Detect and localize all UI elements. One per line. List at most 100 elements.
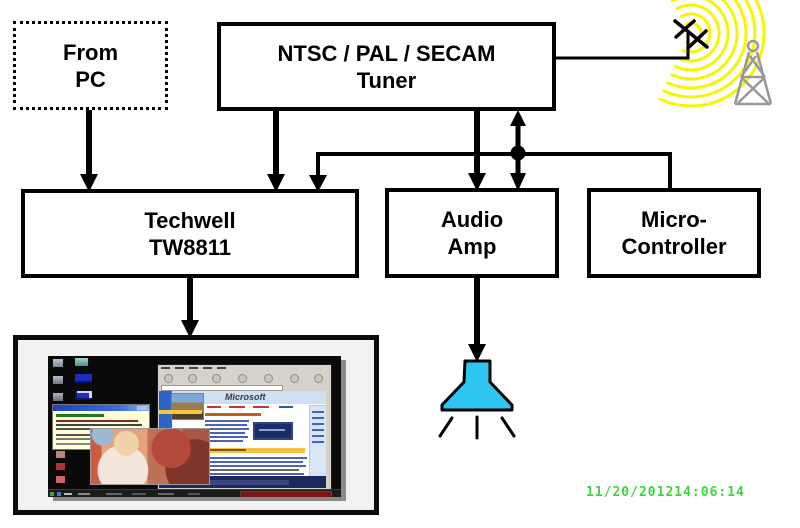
video-timestamp: 11/20/201214:06:14 <box>586 485 745 500</box>
menu-item <box>217 367 226 369</box>
taskbar-item <box>78 493 90 495</box>
connector-tuner-to-antenna <box>556 32 690 60</box>
taskbar-red-segment <box>240 491 332 497</box>
desktop-icon <box>53 376 63 384</box>
speaker-icon <box>438 359 516 440</box>
text-line <box>203 461 303 463</box>
address-bar <box>161 385 283 391</box>
toolbar-button <box>290 374 299 383</box>
toolbar-button <box>238 374 247 383</box>
radio-waves-icon <box>658 0 766 108</box>
sidebar-link <box>312 435 324 437</box>
desktop-icon <box>56 476 65 483</box>
broadcast-tower-icon <box>733 39 773 106</box>
text-line <box>203 469 299 471</box>
text-line <box>205 420 249 422</box>
bus-junction-dot <box>510 145 526 161</box>
box-techwell: Techwell TW8811 <box>21 189 359 278</box>
box-micro-line1: Micro- <box>641 207 707 232</box>
box-tuner-line1: NTSC / PAL / SECAM <box>277 40 496 66</box>
sidebar-link <box>312 429 324 431</box>
photo-window <box>90 428 210 485</box>
start-icon <box>50 492 54 496</box>
banner-photo <box>171 393 204 420</box>
box-audio-amp-line2: Amp <box>447 234 497 259</box>
nav-link <box>253 406 269 408</box>
taskbar-item <box>158 493 174 495</box>
sidebar-link <box>312 441 324 443</box>
box-micro-controller: Micro- Controller <box>587 188 761 278</box>
desktop-icon <box>75 374 92 383</box>
box-techwell-line1: Techwell <box>144 207 236 233</box>
box-audio-amp-line1: Audio <box>440 207 504 232</box>
text-line <box>56 420 138 422</box>
text-line <box>56 414 104 417</box>
text-line <box>205 428 249 430</box>
yellow-highlight <box>159 410 202 414</box>
nav-link <box>207 406 221 408</box>
box-tuner-line2: Tuner <box>356 67 417 93</box>
box-from-pc-line1: From <box>63 39 118 65</box>
menu-item <box>175 367 184 369</box>
connector-tuner-to-techwell <box>267 108 285 192</box>
sidebar-link <box>312 417 324 419</box>
desktop-icon <box>56 463 65 470</box>
box-tuner: NTSC / PAL / SECAM Tuner <box>217 22 556 111</box>
ad-text <box>259 429 285 431</box>
connector-tuner-audioamp-bidirectional <box>510 110 526 191</box>
desktop-icon <box>53 393 63 401</box>
text-line <box>205 432 245 434</box>
toolbar-button <box>314 374 323 383</box>
taskbar-item <box>132 493 146 495</box>
toolbar-button <box>188 374 197 383</box>
menu-item <box>203 367 212 369</box>
ad-banner <box>253 422 293 440</box>
connector-tuner-to-audioamp <box>468 108 486 191</box>
desktop-screenshot: Microsoft <box>48 356 341 497</box>
box-audio-amp: Audio Amp <box>385 188 559 278</box>
text-line <box>205 424 247 426</box>
nav-link <box>229 406 245 408</box>
text-line <box>203 473 304 475</box>
box-from-pc-line2: PC <box>75 66 106 92</box>
box-from-pc: From PC <box>13 21 168 110</box>
help-window-titlebar <box>53 405 149 411</box>
connector-pc-to-techwell <box>80 107 98 192</box>
microsoft-logo: Microsoft <box>225 392 266 402</box>
text-line <box>205 440 243 442</box>
yellow-band <box>203 448 305 453</box>
taskbar-item <box>106 493 122 495</box>
nav-link <box>279 406 293 408</box>
window-buttons <box>137 406 147 410</box>
antenna-icon <box>673 19 709 50</box>
toolbar-button <box>164 374 173 383</box>
status-ghost-text <box>189 480 289 485</box>
text-line <box>203 457 307 459</box>
toolbar-button <box>264 374 273 383</box>
toolbar-button <box>212 374 221 383</box>
menu-item <box>161 367 170 369</box>
sound-rays-icon <box>438 415 516 440</box>
box-micro-line2: Controller <box>621 234 727 259</box>
section-heading <box>205 413 261 416</box>
taskbar <box>48 489 341 497</box>
taskbar-item <box>188 493 200 495</box>
display-panel-image: Microsoft <box>13 335 379 515</box>
desktop-icon <box>53 359 63 367</box>
taskbar-item <box>64 493 72 495</box>
desktop-icon <box>75 391 92 400</box>
connector-techwell-to-display <box>181 276 199 338</box>
text-line <box>205 436 248 438</box>
desktop-icon <box>75 358 88 366</box>
band-title <box>206 449 246 451</box>
connector-audioamp-to-speaker <box>468 276 486 362</box>
sidebar-link <box>312 411 324 413</box>
taskbar-icon <box>57 492 61 496</box>
menu-item <box>189 367 198 369</box>
connector-bus <box>309 152 672 192</box>
right-sidebar <box>309 405 326 488</box>
text-line <box>56 438 114 440</box>
box-techwell-line2: TW8811 <box>149 234 231 260</box>
